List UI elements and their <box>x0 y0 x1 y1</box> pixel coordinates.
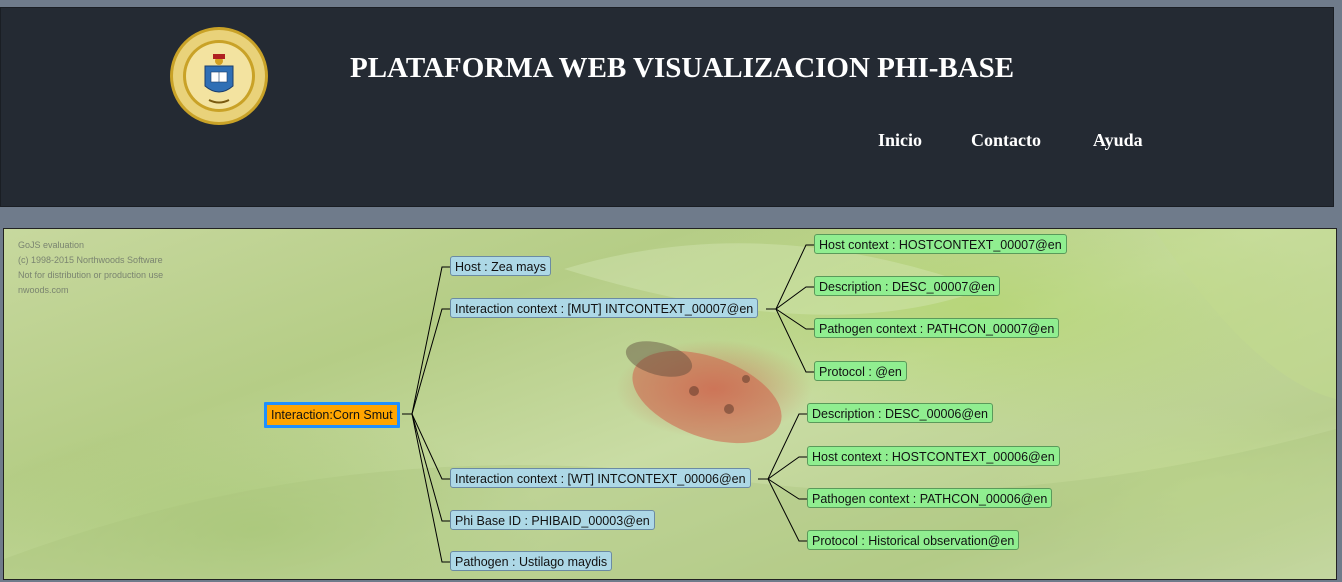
node-wt-protocol[interactable]: Protocol : Historical observation@en <box>807 530 1020 550</box>
gojs-watermark: GoJS evaluation (c) 1998-2015 Northwoods… <box>18 238 163 298</box>
page-title: PLATAFORMA WEB VISUALIZACION PHI-BASE <box>350 52 1015 84</box>
watermark-line: GoJS evaluation <box>18 240 85 250</box>
node-mut-protocol[interactable]: Protocol : @en <box>814 361 907 381</box>
node-interaction-context-mut[interactable]: Interaction context : [MUT] INTCONTEXT_0… <box>450 298 759 318</box>
node-pathogen[interactable]: Pathogen : Ustilago maydis <box>450 551 613 571</box>
node-wt-pathogen-context[interactable]: Pathogen context : PATHCON_00006@en <box>807 488 1053 508</box>
node-mut-pathogen-context[interactable]: Pathogen context : PATHCON_00007@en <box>814 318 1060 338</box>
node-wt-host-context[interactable]: Host context : HOSTCONTEXT_00006@en <box>807 446 1060 466</box>
watermark-line: nwoods.com <box>18 285 69 295</box>
root-node-interaction[interactable]: Interaction:Corn Smut <box>264 402 400 428</box>
node-host[interactable]: Host : Zea mays <box>450 256 551 276</box>
watermark-line: (c) 1998-2015 Northwoods Software <box>18 255 163 265</box>
node-mut-host-context[interactable]: Host context : HOSTCONTEXT_00007@en <box>814 234 1067 254</box>
node-wt-description[interactable]: Description : DESC_00006@en <box>807 403 993 423</box>
node-mut-description[interactable]: Description : DESC_00007@en <box>814 276 1000 296</box>
nav-link-inicio[interactable]: Inicio <box>878 130 923 150</box>
university-seal-logo <box>170 27 268 125</box>
watermark-line: Not for distribution or production use <box>18 270 164 280</box>
tree-links <box>402 244 814 563</box>
nav-link-contacto[interactable]: Contacto <box>971 130 1041 150</box>
header-bar: PLATAFORMA WEB VISUALIZACION PHI-BASE In… <box>0 7 1334 207</box>
nav-link-ayuda[interactable]: Ayuda <box>1093 130 1143 150</box>
diagram-canvas[interactable]: GoJS evaluation (c) 1998-2015 Northwoods… <box>3 228 1337 580</box>
node-interaction-context-wt[interactable]: Interaction context : [WT] INTCONTEXT_00… <box>450 468 751 488</box>
node-phi-base-id[interactable]: Phi Base ID : PHIBAID_00003@en <box>450 510 655 530</box>
